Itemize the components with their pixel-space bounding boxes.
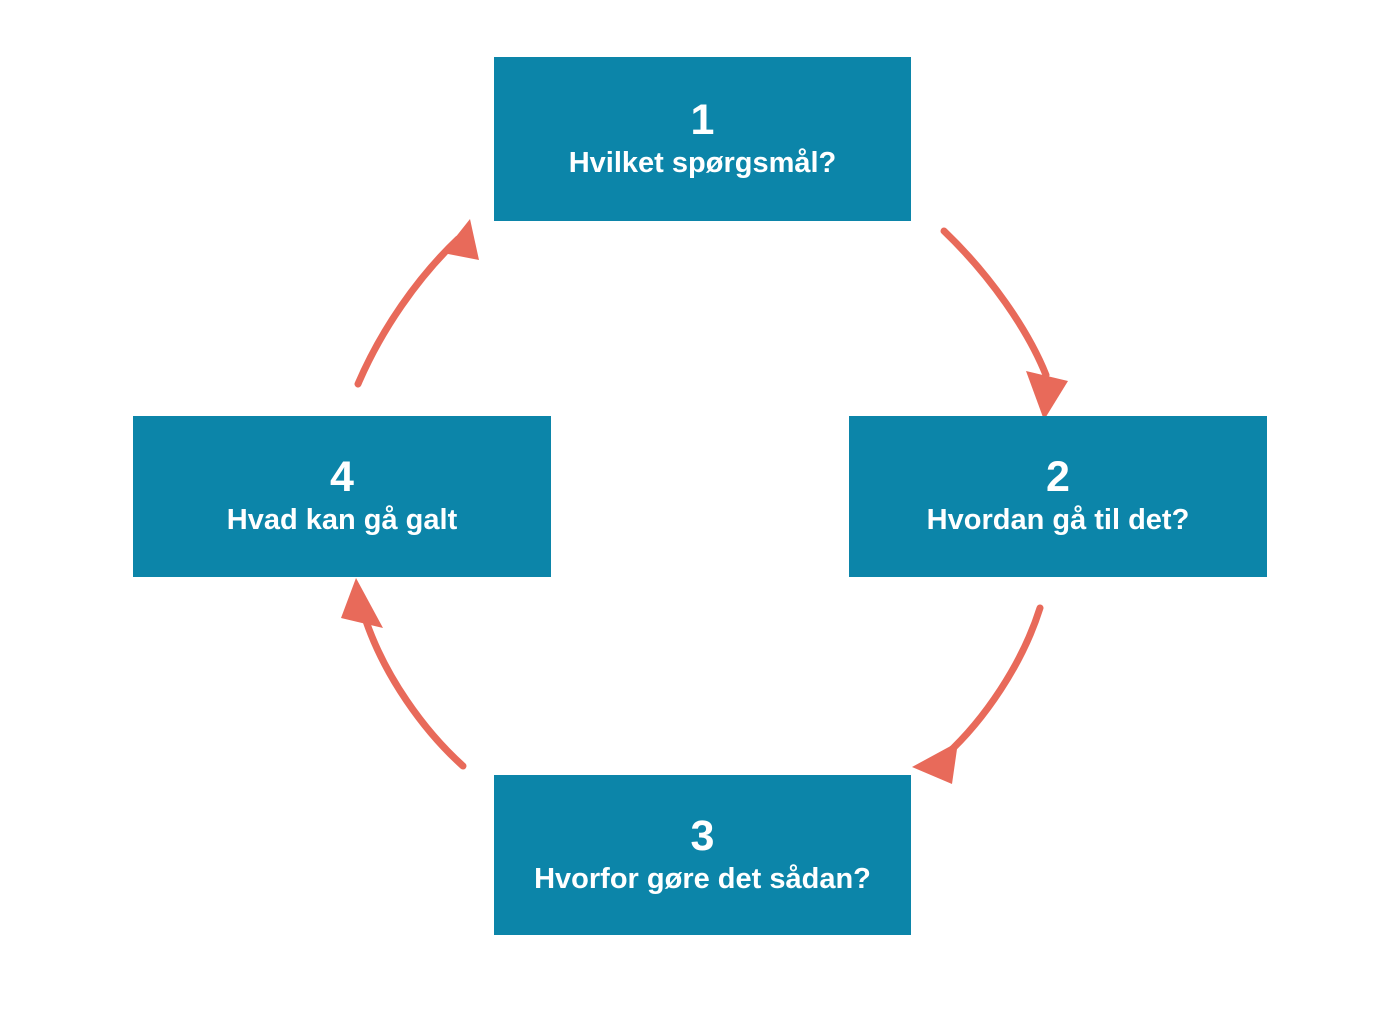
arrow-1-to-2 (940, 227, 1068, 420)
cycle-node-3-number: 3 (690, 811, 715, 860)
cycle-node-2[interactable]: 2 Hvordan gå til det? (849, 416, 1267, 577)
cycle-node-3[interactable]: 3 Hvorfor gøre det sådan? (494, 775, 911, 935)
cycle-node-2-label: Hvordan gå til det? (926, 504, 1190, 537)
cycle-node-4-label: Hvad kan gå galt (226, 504, 458, 537)
arrow-3-to-4 (341, 578, 467, 770)
arrow-4-to-1 (354, 219, 479, 388)
arrow-2-to-3 (912, 604, 1044, 784)
cycle-node-4-number: 4 (330, 453, 354, 502)
cycle-node-1[interactable]: 1 Hvilket spørgsmål? (494, 57, 911, 221)
cycle-node-1-number: 1 (690, 95, 715, 144)
cycle-node-1-label: Hvilket spørgsmål? (568, 146, 837, 179)
cycle-node-2-number: 2 (1046, 453, 1070, 502)
cycle-node-4[interactable]: 4 Hvad kan gå galt (133, 416, 551, 577)
cycle-node-3-label: Hvorfor gøre det sådan? (534, 862, 871, 895)
